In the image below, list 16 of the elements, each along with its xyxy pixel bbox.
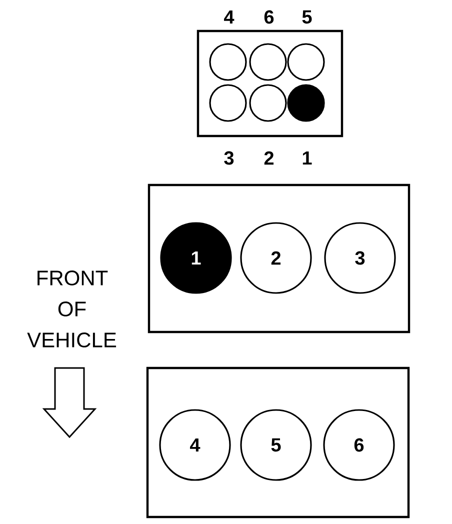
cylinder-bank-box — [146, 366, 410, 518]
tower-number: 4 — [224, 10, 234, 24]
coil-tower — [287, 84, 325, 122]
coil-tower — [249, 84, 287, 122]
tower-number: 5 — [302, 10, 312, 24]
cylinder-bank-box — [148, 184, 410, 334]
coil-tower — [209, 84, 247, 122]
coil-pack-box — [196, 30, 344, 138]
tower-number: 3 — [224, 151, 234, 165]
coil-tower — [287, 43, 325, 81]
tower-number: 6 — [264, 10, 274, 24]
coil-tower — [209, 43, 247, 81]
coil-tower — [249, 43, 287, 81]
front-label: FRONT OF VEHICLE — [27, 270, 116, 348]
tower-number: 2 — [264, 151, 274, 165]
tower-number: 1 — [302, 151, 312, 165]
